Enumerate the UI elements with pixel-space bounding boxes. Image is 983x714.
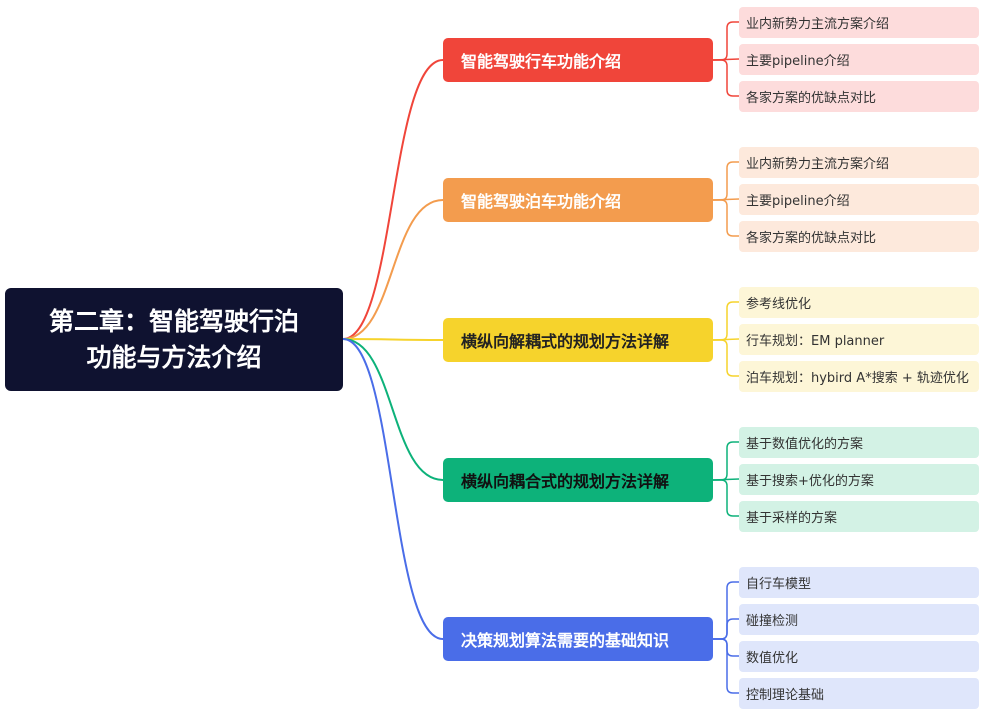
root-topic[interactable]: 第二章：智能驾驶行泊 功能与方法介绍: [5, 288, 343, 391]
leaf-node[interactable]: 基于数值优化的方案: [739, 427, 979, 458]
leaf-node[interactable]: 各家方案的优缺点对比: [739, 221, 979, 252]
branch-leaf-connector: [712, 161, 740, 201]
leaf-node[interactable]: 泊车规划：hybird A*搜索 + 轨迹优化: [739, 361, 979, 392]
leaf-node[interactable]: 控制理论基础: [739, 678, 979, 709]
leaf-node[interactable]: 业内新势力主流方案介绍: [739, 7, 979, 38]
leaf-node[interactable]: 各家方案的优缺点对比: [739, 81, 979, 112]
branch-leaf-connector: [712, 479, 740, 517]
leaf-node[interactable]: 行车规划：EM planner: [739, 324, 979, 355]
leaf-node[interactable]: 主要pipeline介绍: [739, 184, 979, 215]
root-branch-connector: [342, 338, 444, 341]
root-branch-connector: [342, 338, 444, 481]
branch-leaf-connector: [712, 581, 740, 640]
root-title-line2: 功能与方法介绍: [86, 342, 262, 372]
branch-leaf-connector: [712, 638, 740, 694]
leaf-node[interactable]: 基于采样的方案: [739, 501, 979, 532]
leaf-node[interactable]: 主要pipeline介绍: [739, 44, 979, 75]
branch-leaf-connector: [712, 339, 740, 377]
root-title-line1: 第二章：智能驾驶行泊: [48, 306, 299, 336]
root-branch-connector: [342, 199, 444, 340]
root-branch-connector: [342, 338, 444, 640]
leaf-node[interactable]: 碰撞检测: [739, 604, 979, 635]
branch-leaf-connector: [712, 199, 740, 237]
leaf-node[interactable]: 基于搜索+优化的方案: [739, 464, 979, 495]
branch-decoupled-planning[interactable]: 横纵向解耦式的规划方法详解: [443, 318, 713, 362]
branch-leaf-connector: [712, 301, 740, 341]
branch-label: 决策规划算法需要的基础知识: [461, 631, 670, 650]
leaf-node[interactable]: 业内新势力主流方案介绍: [739, 147, 979, 178]
root-branch-connector: [342, 59, 444, 340]
branch-coupled-planning[interactable]: 横纵向耦合式的规划方法详解: [443, 458, 713, 502]
leaf-node[interactable]: 自行车模型: [739, 567, 979, 598]
branch-label: 横纵向解耦式的规划方法详解: [461, 332, 670, 351]
branch-driving-function[interactable]: 智能驾驶行车功能介绍: [443, 38, 713, 82]
leaf-node[interactable]: 参考线优化: [739, 287, 979, 318]
branch-leaf-connector: [712, 618, 740, 640]
branch-leaf-connector: [712, 21, 740, 61]
leaf-node[interactable]: 数值优化: [739, 641, 979, 672]
branch-label: 智能驾驶泊车功能介绍: [461, 192, 622, 211]
branch-label: 智能驾驶行车功能介绍: [461, 52, 622, 71]
branch-fundamentals[interactable]: 决策规划算法需要的基础知识: [443, 617, 713, 661]
branch-label: 横纵向耦合式的规划方法详解: [461, 472, 670, 491]
branch-leaf-connector: [712, 59, 740, 97]
branch-parking-function[interactable]: 智能驾驶泊车功能介绍: [443, 178, 713, 222]
branch-leaf-connector: [712, 441, 740, 481]
